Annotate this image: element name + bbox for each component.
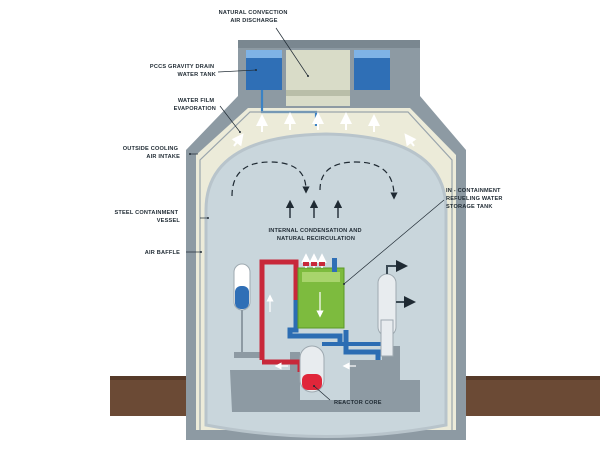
- irwst-standpipe: [332, 258, 337, 272]
- label-irwst: IN - CONTAINMENT REFUELING WATER STORAGE…: [446, 188, 504, 210]
- label-water-film: WATER FILM EVAPORATION: [174, 98, 216, 112]
- label-steel-vessel: STEEL CONTAINMENT VESSEL: [114, 210, 180, 224]
- chimney-grate: [286, 90, 350, 96]
- steam-generator-lower: [381, 320, 393, 356]
- pccs-tank-right-water-surface: [354, 50, 390, 58]
- reactor-core: [302, 374, 322, 390]
- irwst-tank-highlight: [302, 272, 340, 282]
- air-discharge-chimney: [286, 50, 350, 106]
- label-natural-convection: NATURAL CONVECTION AIR DISCHARGE: [219, 10, 290, 24]
- label-air-baffle: AIR BAFFLE: [145, 250, 180, 256]
- label-outside-cooling: OUTSIDE COOLING AIR INTAKE: [123, 146, 180, 160]
- shield-roof-slab: [238, 40, 420, 48]
- cmt-base: [234, 352, 262, 358]
- core-makeup-tank-water: [235, 286, 249, 309]
- irwst-vent-tips: [303, 262, 325, 266]
- label-reactor-core: REACTOR CORE: [334, 400, 382, 406]
- pccs-tank-left-water-surface: [246, 50, 282, 58]
- label-pccs-tank: PCCS GRAVITY DRAIN WATER TANK: [150, 64, 216, 78]
